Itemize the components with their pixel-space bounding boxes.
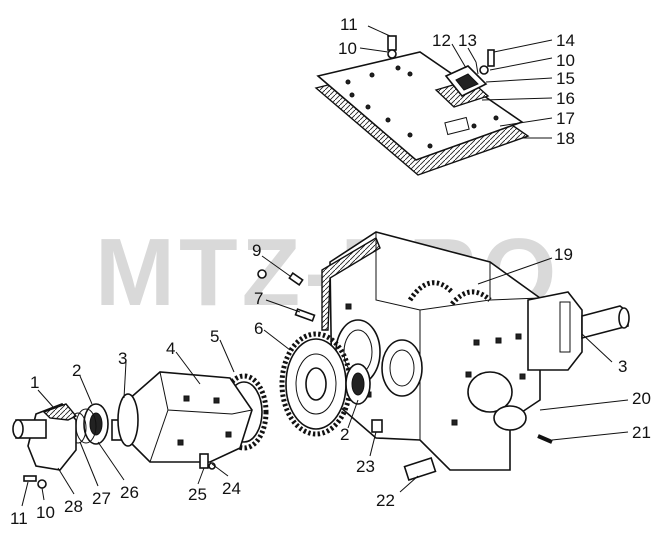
callout-9: 9 bbox=[252, 241, 261, 260]
callout-22: 22 bbox=[376, 491, 395, 510]
callout-6: 6 bbox=[254, 319, 263, 338]
bolt-25 bbox=[199, 453, 209, 469]
lower-flange-20 bbox=[493, 405, 527, 431]
output-flange-housing bbox=[527, 291, 583, 371]
bolt-11-bottom bbox=[23, 475, 37, 482]
shaft-assembly-left bbox=[12, 371, 269, 489]
cap-boss bbox=[455, 73, 479, 91]
cover-window bbox=[444, 116, 470, 136]
callout-17: 17 bbox=[556, 109, 575, 128]
housing-bore-center bbox=[381, 339, 423, 397]
callout-10-bottom: 10 bbox=[36, 503, 55, 522]
detent-9 bbox=[288, 271, 304, 287]
callout-28: 28 bbox=[64, 497, 83, 516]
internal-gear-a bbox=[407, 280, 454, 302]
callout-26: 26 bbox=[120, 483, 139, 502]
gear-assembly bbox=[257, 269, 371, 437]
bolt-14 bbox=[487, 49, 495, 67]
gasket-28 bbox=[42, 403, 78, 421]
housing-bore-right bbox=[467, 371, 513, 413]
callout-4: 4 bbox=[166, 339, 175, 358]
flange-3 bbox=[117, 393, 139, 447]
callout-25: 25 bbox=[188, 485, 207, 504]
callout-13: 13 bbox=[458, 31, 477, 50]
callout-labels: 11 10 12 13 14 10 15 16 17 18 19 3 20 21… bbox=[10, 15, 651, 528]
callout-7: 7 bbox=[254, 289, 263, 308]
cover-assembly bbox=[314, 35, 530, 176]
callout-27: 27 bbox=[92, 489, 111, 508]
callout-10-top: 10 bbox=[338, 39, 357, 58]
internal-gear-b bbox=[450, 289, 492, 306]
washer-10-top bbox=[387, 49, 397, 59]
bushing-23 bbox=[371, 419, 383, 433]
callout-15: 15 bbox=[556, 69, 575, 88]
callout-20: 20 bbox=[632, 389, 651, 408]
callout-11-bottom: 11 bbox=[10, 509, 28, 528]
callout-2-center: 2 bbox=[340, 425, 349, 444]
callout-11-top: 11 bbox=[340, 15, 358, 34]
callout-3-left: 3 bbox=[118, 349, 127, 368]
callout-21: 21 bbox=[632, 423, 651, 442]
cover-plate-17 bbox=[316, 51, 524, 161]
leader-lines bbox=[21, 25, 629, 507]
callout-19: 19 bbox=[554, 245, 573, 264]
washer-10-bottom bbox=[37, 479, 47, 489]
bolt-11-top bbox=[387, 35, 397, 51]
gearbox-housing bbox=[321, 231, 630, 481]
callout-2-left: 2 bbox=[72, 361, 81, 380]
callout-10-right: 10 bbox=[556, 51, 575, 70]
gear-6-hub bbox=[305, 367, 327, 401]
pin-22 bbox=[403, 457, 437, 481]
stud-13 bbox=[475, 61, 479, 75]
callout-12: 12 bbox=[432, 31, 451, 50]
ball-8 bbox=[257, 269, 267, 279]
callout-3-right: 3 bbox=[618, 357, 627, 376]
callout-1: 1 bbox=[30, 373, 39, 392]
callout-5: 5 bbox=[210, 327, 219, 346]
callout-24: 24 bbox=[222, 479, 241, 498]
plunger-7 bbox=[294, 308, 316, 322]
washer-10-right bbox=[479, 65, 489, 75]
carrier-housing-4 bbox=[127, 371, 253, 463]
callout-23: 23 bbox=[356, 457, 375, 476]
callout-16: 16 bbox=[556, 89, 575, 108]
callout-14: 14 bbox=[556, 31, 575, 50]
callout-18: 18 bbox=[556, 129, 575, 148]
bolt-21 bbox=[537, 434, 553, 444]
